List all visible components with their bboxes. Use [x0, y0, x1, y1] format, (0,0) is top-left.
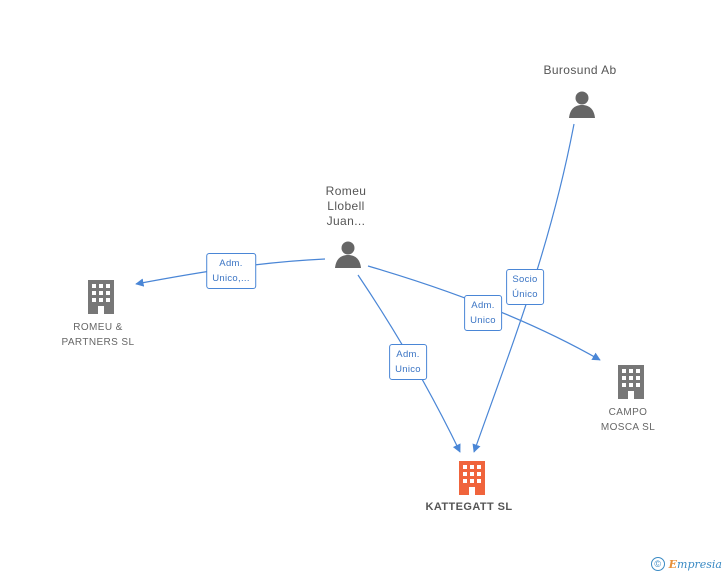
node-label-romeu-juan[interactable]: Romeu Llobell Juan...: [325, 184, 367, 228]
edge-label-socio-unico[interactable]: Socio Único: [506, 269, 544, 305]
building-icon-focus[interactable]: [456, 461, 488, 497]
person-icon[interactable]: [567, 89, 597, 119]
building-icon[interactable]: [615, 365, 647, 401]
edge-label-adm-unico-romeu-partners[interactable]: Adm. Unico,...: [206, 253, 256, 289]
person-icon[interactable]: [333, 239, 363, 269]
footer-brand[interactable]: © Empresia: [650, 557, 722, 571]
building-icon[interactable]: [85, 280, 117, 316]
node-label-burosund[interactable]: Burosund Ab: [543, 63, 617, 77]
node-label-romeu-partners[interactable]: ROMEU & PARTNERS SL: [61, 322, 135, 348]
edge-label-adm-unico-kattegatt[interactable]: Adm. Unico: [389, 344, 427, 380]
node-label-campo-mosca[interactable]: CAMPO MOSCA SL: [600, 407, 656, 433]
node-label-kattegatt[interactable]: KATTEGATT SL: [425, 501, 513, 513]
edge-label-adm-unico-campo[interactable]: Adm. Unico: [464, 295, 502, 331]
brand-logo: Empresia: [668, 557, 722, 571]
copyright-icon: ©: [650, 557, 665, 571]
